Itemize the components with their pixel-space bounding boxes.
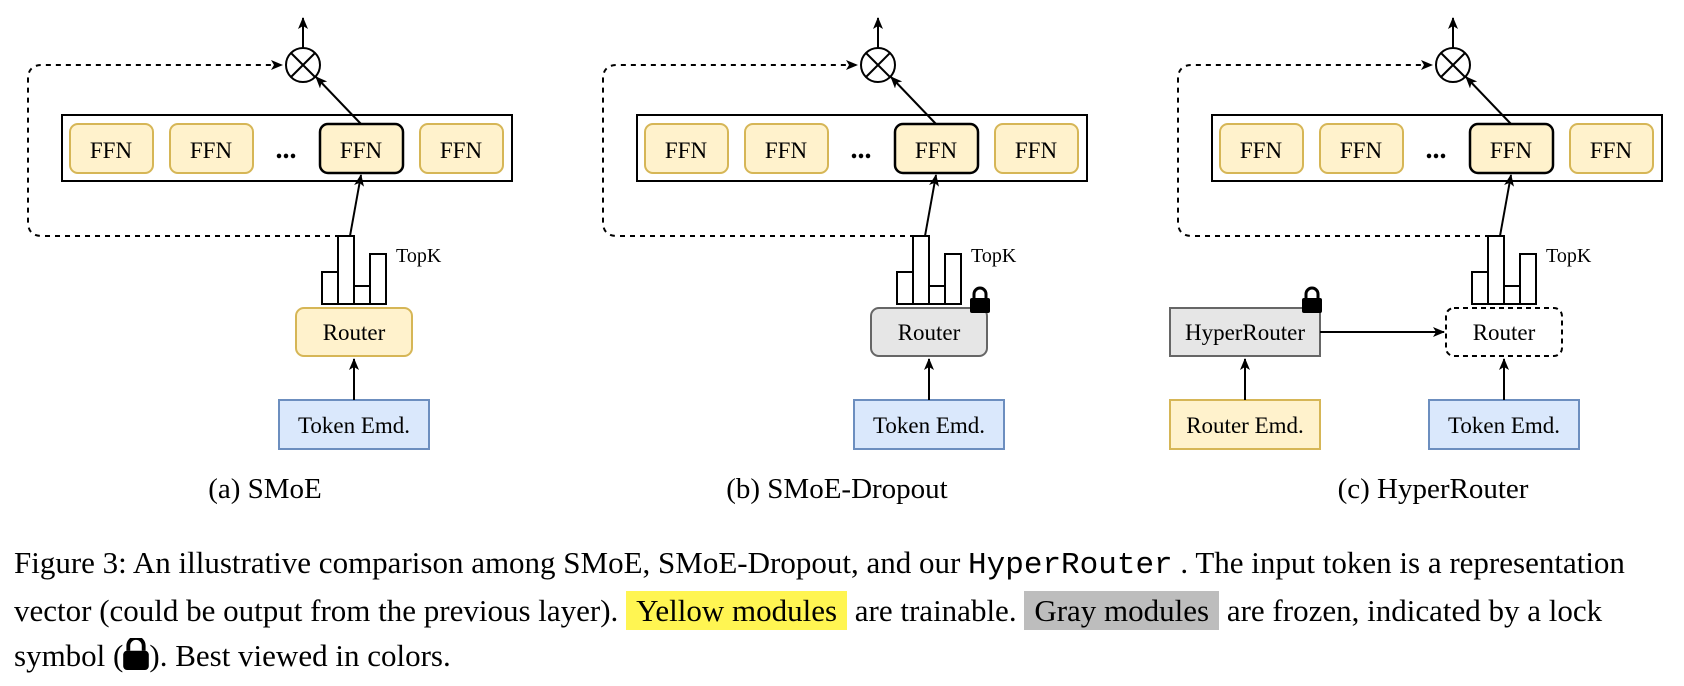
topk-histogram [896, 235, 962, 305]
token-embedding-box [1428, 399, 1580, 450]
ffn-box-selected [893, 122, 980, 175]
topk-arrow [349, 174, 364, 237]
lock-icon [970, 286, 990, 313]
expert-output-arrow [315, 76, 362, 125]
token-embedding-label: Token Emd. [873, 413, 985, 438]
caption-text: ). Best viewed in colors. [149, 638, 451, 673]
ffn-box [169, 123, 254, 174]
panel-hyperrouter: FFN FFN ... FFN FFN TopK Router Token Em… [1169, 17, 1663, 505]
ffn-label: FFN [765, 138, 808, 163]
ffn-label: FFN [90, 138, 133, 163]
residual-path [602, 60, 915, 237]
panel-smoe: FFN FFN ... FFN FFN TopK Router Token Em… [27, 17, 513, 505]
ffn-box-selected [1468, 122, 1555, 175]
ffn-label: FFN [1240, 138, 1283, 163]
hyperrouter-box [1169, 307, 1321, 357]
residual-path [1177, 60, 1490, 237]
ffn-label: FFN [665, 138, 708, 163]
subcaption: (b) SMoE-Dropout [726, 473, 948, 505]
moe-comparison-diagram: FFN FFN ... FFN FFN TopK Router Token Em… [27, 17, 1663, 505]
topk-arrow [1499, 174, 1514, 237]
ffn-label: FFN [190, 138, 233, 163]
caption-method-name: HyperRouter [968, 548, 1173, 583]
token-embedding-box [278, 399, 430, 450]
otimes-icon [1435, 47, 1471, 83]
token-embedding-label: Token Emd. [1448, 413, 1560, 438]
router-box-generated [1445, 307, 1563, 357]
ffn-box-selected [318, 122, 405, 175]
otimes-icon [285, 47, 321, 83]
ffn-label: FFN [1590, 138, 1633, 163]
caption-text: are frozen, indicated by a lock symbol ( [14, 593, 1603, 673]
ffn-box [1319, 123, 1404, 174]
caption-text: are trainable. [847, 593, 1025, 628]
caption-text: Figure 3: An illustrative comparison amo… [14, 545, 969, 580]
router-embedding-box [1169, 399, 1321, 450]
yellow-highlight: Yellow modules [626, 591, 848, 630]
token-embedding-box [853, 399, 1005, 450]
router-label: Router [1473, 320, 1536, 345]
router-box-frozen [870, 307, 988, 357]
ffn-box [69, 123, 154, 174]
subcaption: (a) SMoE [208, 473, 322, 505]
lock-icon [1302, 286, 1322, 313]
topk-histogram [1471, 235, 1537, 305]
ffn-box [1219, 123, 1304, 174]
ffn-box [419, 123, 504, 174]
ellipsis: ... [851, 134, 872, 165]
ffn-label: FFN [1015, 138, 1058, 163]
router-box [295, 307, 413, 357]
topk-label: TopK [1546, 245, 1592, 267]
ffn-box [744, 123, 829, 174]
topk-arrow [924, 174, 939, 237]
residual-path [27, 60, 340, 237]
otimes-icon [860, 47, 896, 83]
ffn-label: FFN [1340, 138, 1383, 163]
token-embedding-label: Token Emd. [298, 413, 410, 438]
ellipsis: ... [276, 134, 297, 165]
caption-text: . The input token is a representation ve… [14, 545, 1625, 628]
gray-highlight: Gray modules [1024, 591, 1220, 630]
router-label: Router [323, 320, 386, 345]
expert-output-arrow [1465, 76, 1512, 125]
topk-histogram [321, 235, 387, 305]
ffn-box [1569, 123, 1654, 174]
expert-output-arrow [890, 76, 937, 125]
ffn-box [644, 123, 729, 174]
ffn-label: FFN [340, 138, 383, 163]
topk-label: TopK [971, 245, 1017, 267]
panel-smoe-dropout: FFN FFN ... FFN FFN TopK Router Token Em… [602, 17, 1088, 505]
ffn-label: FFN [1490, 138, 1533, 163]
ffn-box [994, 123, 1079, 174]
subcaption: (c) HyperRouter [1338, 473, 1529, 505]
router-embedding-label: Router Emd. [1186, 413, 1304, 438]
lock-icon [123, 638, 150, 670]
hyperrouter-label: HyperRouter [1185, 320, 1305, 345]
ellipsis: ... [1426, 134, 1447, 165]
router-label: Router [898, 320, 961, 345]
ffn-label: FFN [915, 138, 958, 163]
figure-caption: Figure 3: An illustrative comparison amo… [14, 540, 1674, 678]
topk-label: TopK [396, 245, 442, 267]
ffn-label: FFN [440, 138, 483, 163]
